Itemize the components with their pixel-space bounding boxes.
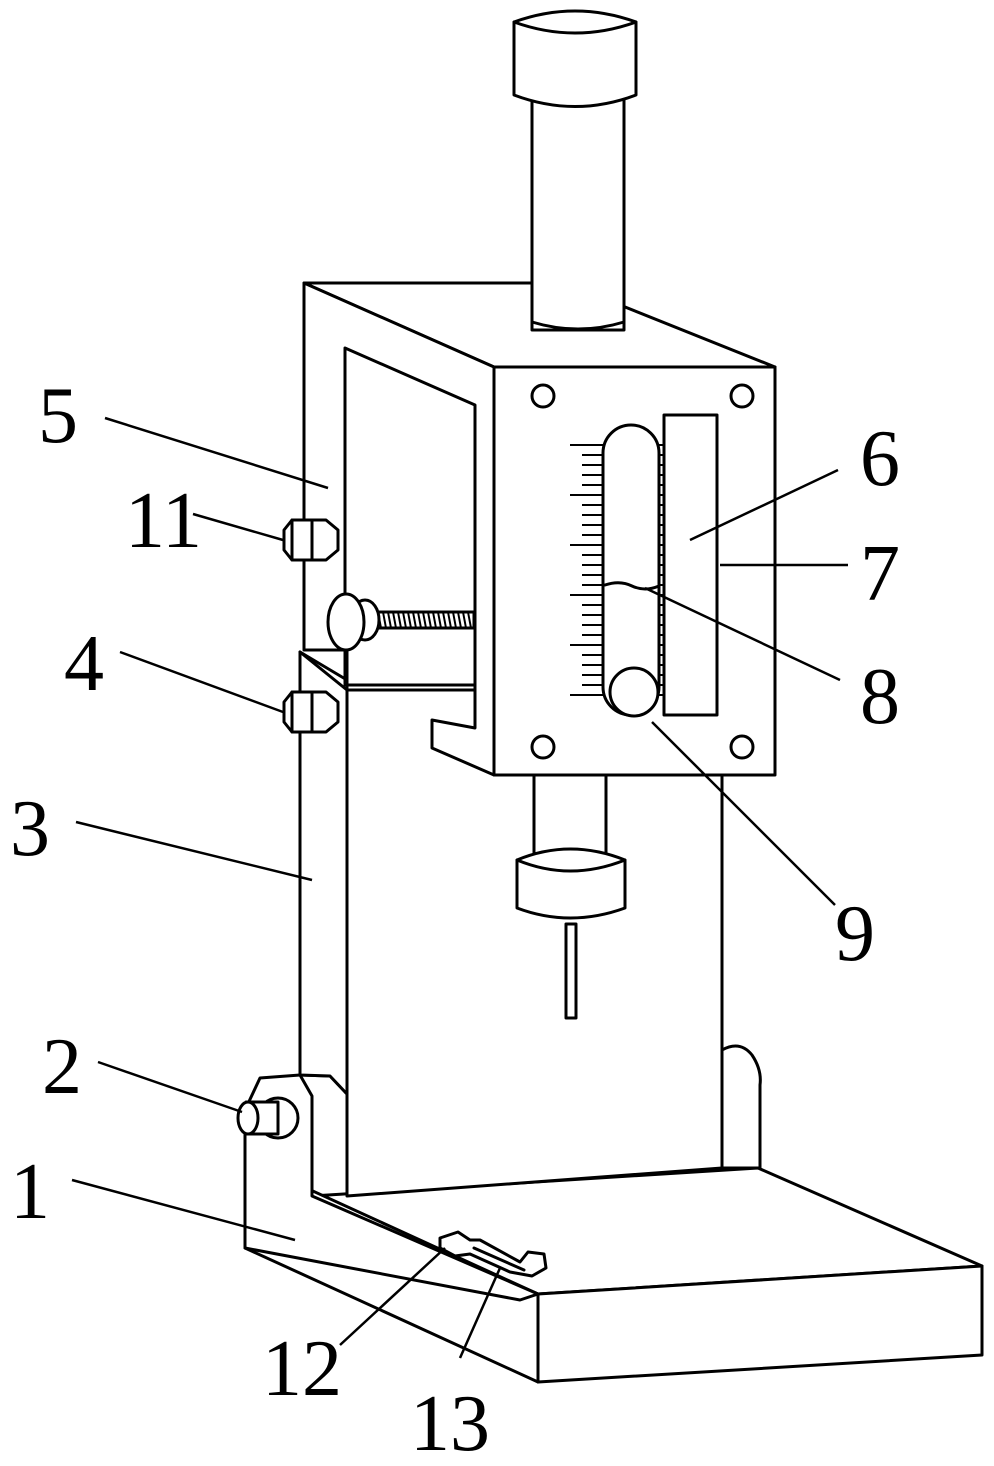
label-8: 8 <box>860 653 900 741</box>
label-4: 4 <box>64 620 104 708</box>
label-12: 12 <box>262 1325 342 1413</box>
label-3: 3 <box>10 785 50 873</box>
nut-4 <box>284 692 338 732</box>
upper-spindle <box>514 11 636 330</box>
label-13: 13 <box>410 1380 490 1461</box>
scale-strip <box>664 415 717 715</box>
label-11: 11 <box>125 477 202 565</box>
label-2: 2 <box>42 1023 82 1111</box>
nut-11 <box>284 520 338 560</box>
label-9: 9 <box>835 890 875 978</box>
label-5: 5 <box>38 372 78 460</box>
label-1: 1 <box>10 1148 50 1236</box>
label-7: 7 <box>860 530 900 618</box>
label-6: 6 <box>860 415 900 503</box>
pin-2 <box>238 1098 298 1138</box>
right-support <box>722 1046 760 1168</box>
